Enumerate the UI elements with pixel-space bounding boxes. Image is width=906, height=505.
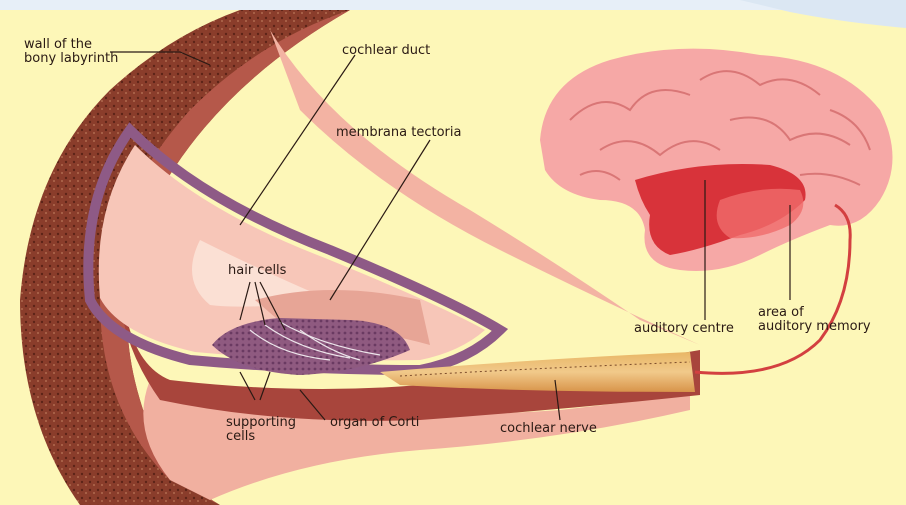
label-hair-cells: hair cells — [228, 264, 286, 278]
bony-labyrinth-line-2: bony labyrinth — [24, 52, 118, 66]
label-membrana-tectoria: membrana tectoria — [336, 126, 461, 140]
supporting-cells-line-1: supporting — [226, 416, 296, 430]
bony-labyrinth-line-1: wall of the — [24, 38, 118, 52]
label-auditory-centre: auditory centre — [634, 322, 734, 336]
label-auditory-memory: area of auditory memory — [758, 306, 871, 334]
label-organ-of-corti: organ of Corti — [330, 416, 419, 430]
supporting-cells-line-2: cells — [226, 430, 296, 444]
label-cochlear-duct: cochlear duct — [342, 44, 430, 58]
top-right-sky — [740, 0, 906, 28]
label-supporting-cells: supporting cells — [226, 416, 296, 444]
label-bony-labyrinth: wall of the bony labyrinth — [24, 38, 118, 66]
label-cochlear-nerve: cochlear nerve — [500, 422, 597, 436]
auditory-memory-line-1: area of — [758, 306, 871, 320]
auditory-memory-line-2: auditory memory — [758, 320, 871, 334]
